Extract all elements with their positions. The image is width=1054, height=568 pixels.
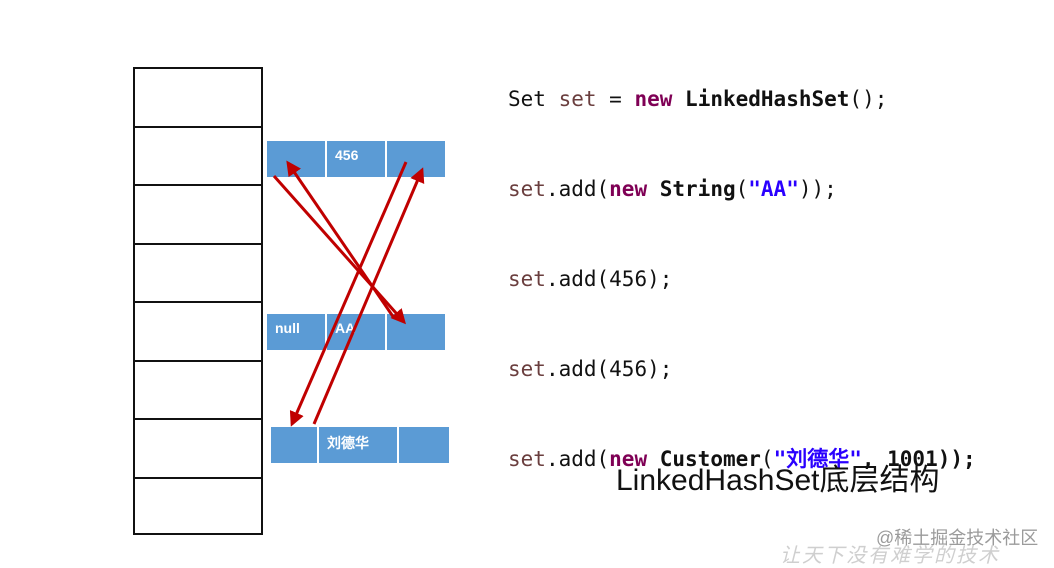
- code-token: String: [659, 177, 736, 201]
- code-line-1: Set set = new LinkedHashSet();: [508, 84, 976, 114]
- code-token: Set: [508, 87, 559, 111]
- table-row: [135, 128, 261, 186]
- arrow-aa-to-liudehua: [289, 161, 408, 427]
- arrow-aa-to-456: [286, 160, 396, 319]
- code-token: "AA": [748, 177, 799, 201]
- node-liudehua-before: [271, 427, 319, 463]
- code-token: .add(: [545, 177, 610, 201]
- code-token: (: [760, 447, 774, 471]
- code-token: LinkedHashSet: [685, 87, 850, 111]
- table-row: [135, 245, 261, 303]
- code-block: Set set = new LinkedHashSet(); set.add(n…: [508, 24, 976, 504]
- arrow-456-to-aa: [272, 175, 406, 325]
- code-token: .add(456);: [545, 267, 673, 291]
- code-token: "刘德华": [773, 447, 862, 471]
- table-row: [135, 69, 261, 128]
- code-token: ));: [798, 177, 837, 201]
- code-token: (: [735, 177, 749, 201]
- code-token: , 1001));: [861, 447, 976, 471]
- code-token: set: [508, 357, 546, 381]
- code-token: set: [508, 447, 546, 471]
- code-token: [647, 177, 660, 201]
- code-line-2: set.add(new String("AA"));: [508, 174, 976, 204]
- code-token: Customer: [659, 447, 761, 471]
- code-token: [672, 87, 685, 111]
- code-line-5: set.add(new Customer("刘德华", 1001));: [508, 444, 976, 474]
- table-row: [135, 362, 261, 420]
- table-row: [135, 420, 261, 479]
- code-token: new: [609, 177, 648, 201]
- node-liudehua-value: 刘德华: [319, 427, 399, 463]
- diagram-caption: LinkedHashSet底层结构: [616, 464, 940, 497]
- node-liudehua-after: [399, 427, 449, 463]
- watermark-slogan: 让天下没有难学的技术: [780, 543, 1000, 567]
- code-token: set: [508, 177, 546, 201]
- code-token: .add(456);: [545, 357, 673, 381]
- node-456-value: 456: [327, 141, 387, 177]
- code-token: .add(: [545, 447, 610, 471]
- table-row: [135, 186, 261, 245]
- table-row: [135, 303, 261, 362]
- code-token: set: [558, 87, 597, 111]
- watermark-source: @稀土掘金技术社区: [876, 528, 1039, 548]
- node-aa-before: null: [267, 314, 327, 350]
- code-token: =: [596, 87, 635, 111]
- code-token: new: [634, 87, 673, 111]
- code-line-4: set.add(456);: [508, 354, 976, 384]
- code-token: ();: [849, 87, 888, 111]
- code-token: new: [609, 447, 648, 471]
- arrow-liudehua-back: [312, 167, 425, 425]
- node-liudehua: 刘德华: [271, 427, 449, 463]
- code-token: set: [508, 267, 546, 291]
- hash-table: [133, 67, 263, 535]
- code-line-3: set.add(456);: [508, 264, 976, 294]
